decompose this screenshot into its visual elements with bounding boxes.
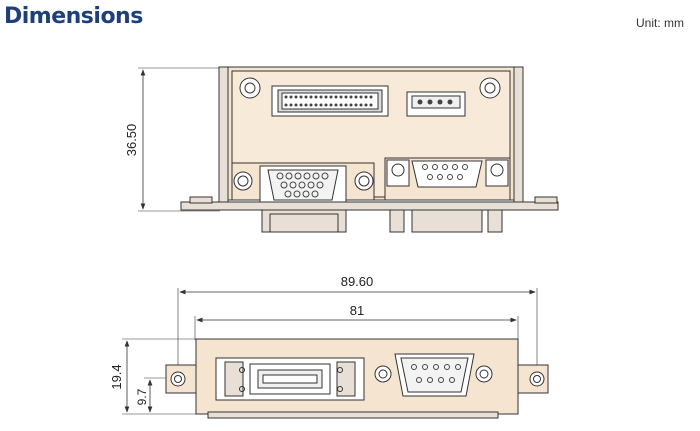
- unit-label: Unit: mm: [636, 16, 684, 30]
- dim-side-height: 19.4: [109, 364, 124, 389]
- dim-overall-width: 89.60: [341, 274, 374, 289]
- dim-hole-offset: 9.7: [135, 388, 149, 405]
- bottom-view: [122, 288, 549, 419]
- dim-inner-width: 81: [350, 303, 364, 318]
- front-view: [138, 66, 559, 233]
- dim-front-height: 36.50: [124, 124, 139, 157]
- page-title: Dimensions: [4, 4, 143, 29]
